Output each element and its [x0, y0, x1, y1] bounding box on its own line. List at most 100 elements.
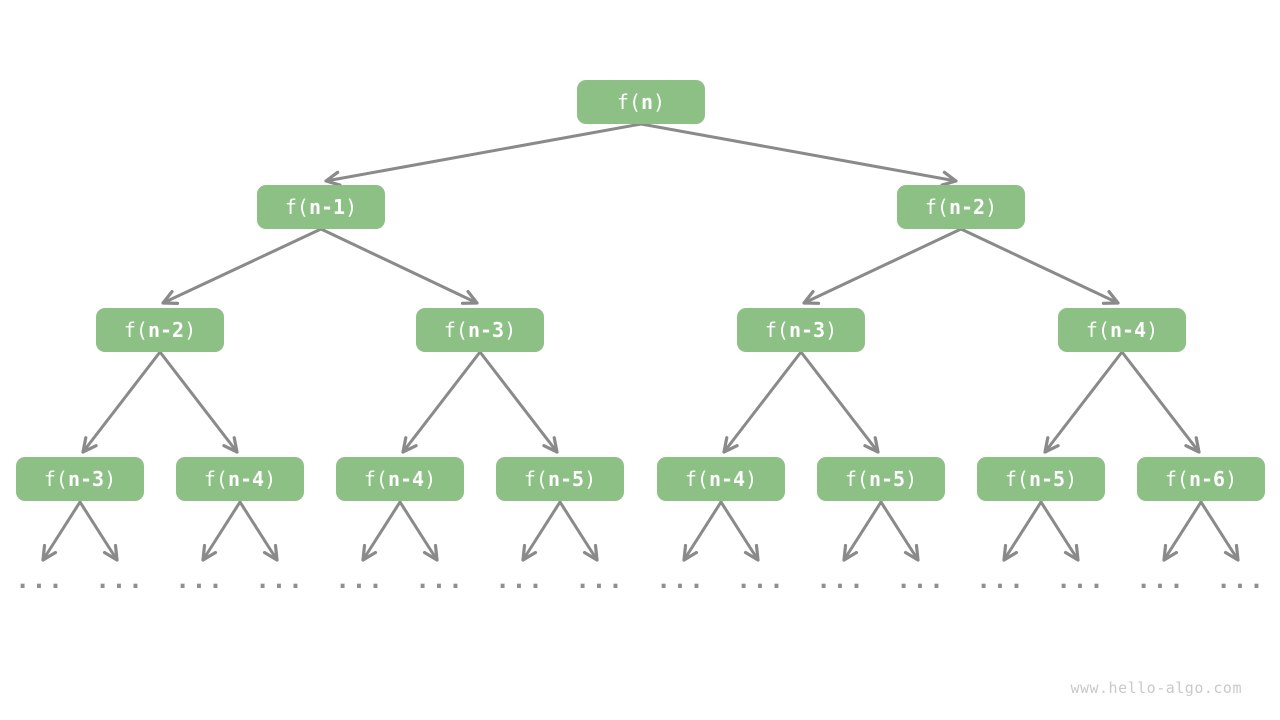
leaf-ellipsis: ... [656, 566, 706, 594]
tree-edge [1199, 500, 1240, 562]
node-l4-6: f(n-5) [977, 457, 1105, 501]
leaf-ellipsis: ... [1216, 566, 1266, 594]
node-l3-3: f(n-4) [1058, 308, 1186, 352]
tree-edge [842, 500, 883, 562]
node-label: f( [764, 318, 789, 342]
tree-edge [802, 227, 963, 305]
node-label: f( [203, 467, 228, 491]
node-l2-fn1: f(n-1) [257, 185, 385, 229]
node-label: f( [523, 467, 548, 491]
tree-edge [81, 350, 162, 454]
node-label: f( [1085, 318, 1110, 342]
node-label: n-2 [147, 318, 185, 342]
leaf-ellipsis: ... [976, 566, 1026, 594]
node-l3-1: f(n-3) [416, 308, 544, 352]
tree-edge [1039, 500, 1080, 562]
node-label: f( [443, 318, 468, 342]
leaf-ellipsis: ... [415, 566, 465, 594]
tree-edge [682, 500, 723, 562]
node-l4-4: f(n-4) [657, 457, 785, 501]
node-label: f( [684, 467, 709, 491]
tree-edge [639, 122, 958, 187]
node-label: ) [345, 195, 358, 219]
node-l4-7: f(n-6) [1137, 457, 1265, 501]
tree-edge [361, 500, 402, 562]
leaf-ellipsis: ... [1136, 566, 1186, 594]
tree-edge [558, 500, 599, 562]
node-label: f( [616, 90, 641, 114]
leaf-ellipsis: ... [736, 566, 786, 594]
node-label: f( [123, 318, 148, 342]
node-label: ) [825, 318, 838, 342]
node-l1-fn: f(n) [577, 80, 705, 124]
node-label: ) [584, 467, 597, 491]
tree-edge [238, 500, 279, 562]
node-label: n [641, 90, 654, 114]
node-label: f( [1164, 467, 1189, 491]
tree-edge [799, 350, 880, 454]
tree-edge [1162, 500, 1203, 562]
tree-edge [161, 227, 323, 305]
node-label: ) [104, 467, 117, 491]
tree-edge [1120, 350, 1201, 454]
node-label: ) [1146, 318, 1159, 342]
node-label: ) [264, 467, 277, 491]
node-label: n-3 [467, 318, 505, 342]
tree-edge [401, 350, 482, 454]
node-l4-0: f(n-3) [16, 457, 144, 501]
tree-edge [78, 500, 119, 562]
node-l2-fn2: f(n-2) [897, 185, 1025, 229]
node-label: n-5 [868, 467, 906, 491]
leaf-ellipsis: ... [255, 566, 305, 594]
leaf-ellipsis: ... [816, 566, 866, 594]
tree-edge [719, 500, 760, 562]
leaf-ellipsis: ... [95, 566, 145, 594]
node-l4-5: f(n-5) [817, 457, 945, 501]
node-label: ) [905, 467, 918, 491]
leaf-ellipsis: ... [15, 566, 65, 594]
tree-edge [158, 350, 239, 454]
node-label: f( [43, 467, 68, 491]
node-label: f( [284, 195, 309, 219]
node-label: ) [184, 318, 197, 342]
tree-edge [478, 350, 559, 454]
node-label: n-1 [308, 195, 346, 219]
node-label: n-5 [1028, 467, 1066, 491]
node-label: n-5 [547, 467, 585, 491]
node-label: n-4 [227, 467, 265, 491]
tree-edge [959, 227, 1120, 305]
tree-edge [879, 500, 920, 562]
tree-edge [1043, 350, 1124, 454]
tree-edge [398, 500, 439, 562]
node-l3-2: f(n-3) [737, 308, 865, 352]
tree-edge [722, 350, 803, 454]
node-label: ) [653, 90, 666, 114]
node-label: ) [745, 467, 758, 491]
node-label: ) [1225, 467, 1238, 491]
node-label: ) [985, 195, 998, 219]
node-label: f( [1004, 467, 1029, 491]
node-label: ) [504, 318, 517, 342]
node-label: n-2 [948, 195, 986, 219]
node-label: n-4 [708, 467, 746, 491]
node-label: n-4 [1109, 318, 1147, 342]
leaf-ellipsis: ... [1056, 566, 1106, 594]
node-label: f( [924, 195, 949, 219]
node-label: f( [844, 467, 869, 491]
tree-edge [1002, 500, 1043, 562]
node-label: n-6 [1188, 467, 1226, 491]
node-label: n-3 [67, 467, 105, 491]
tree-edge [521, 500, 562, 562]
leaf-ellipsis: ... [896, 566, 946, 594]
leaf-ellipsis: ... [495, 566, 545, 594]
node-label: ) [1065, 467, 1078, 491]
node-l3-0: f(n-2) [96, 308, 224, 352]
leaf-ellipsis: ... [575, 566, 625, 594]
tree-edge [201, 500, 242, 562]
node-label: n-3 [788, 318, 826, 342]
tree-edge [41, 500, 82, 562]
tree-edge [324, 122, 643, 187]
node-l4-2: f(n-4) [336, 457, 464, 501]
node-label: f( [363, 467, 388, 491]
